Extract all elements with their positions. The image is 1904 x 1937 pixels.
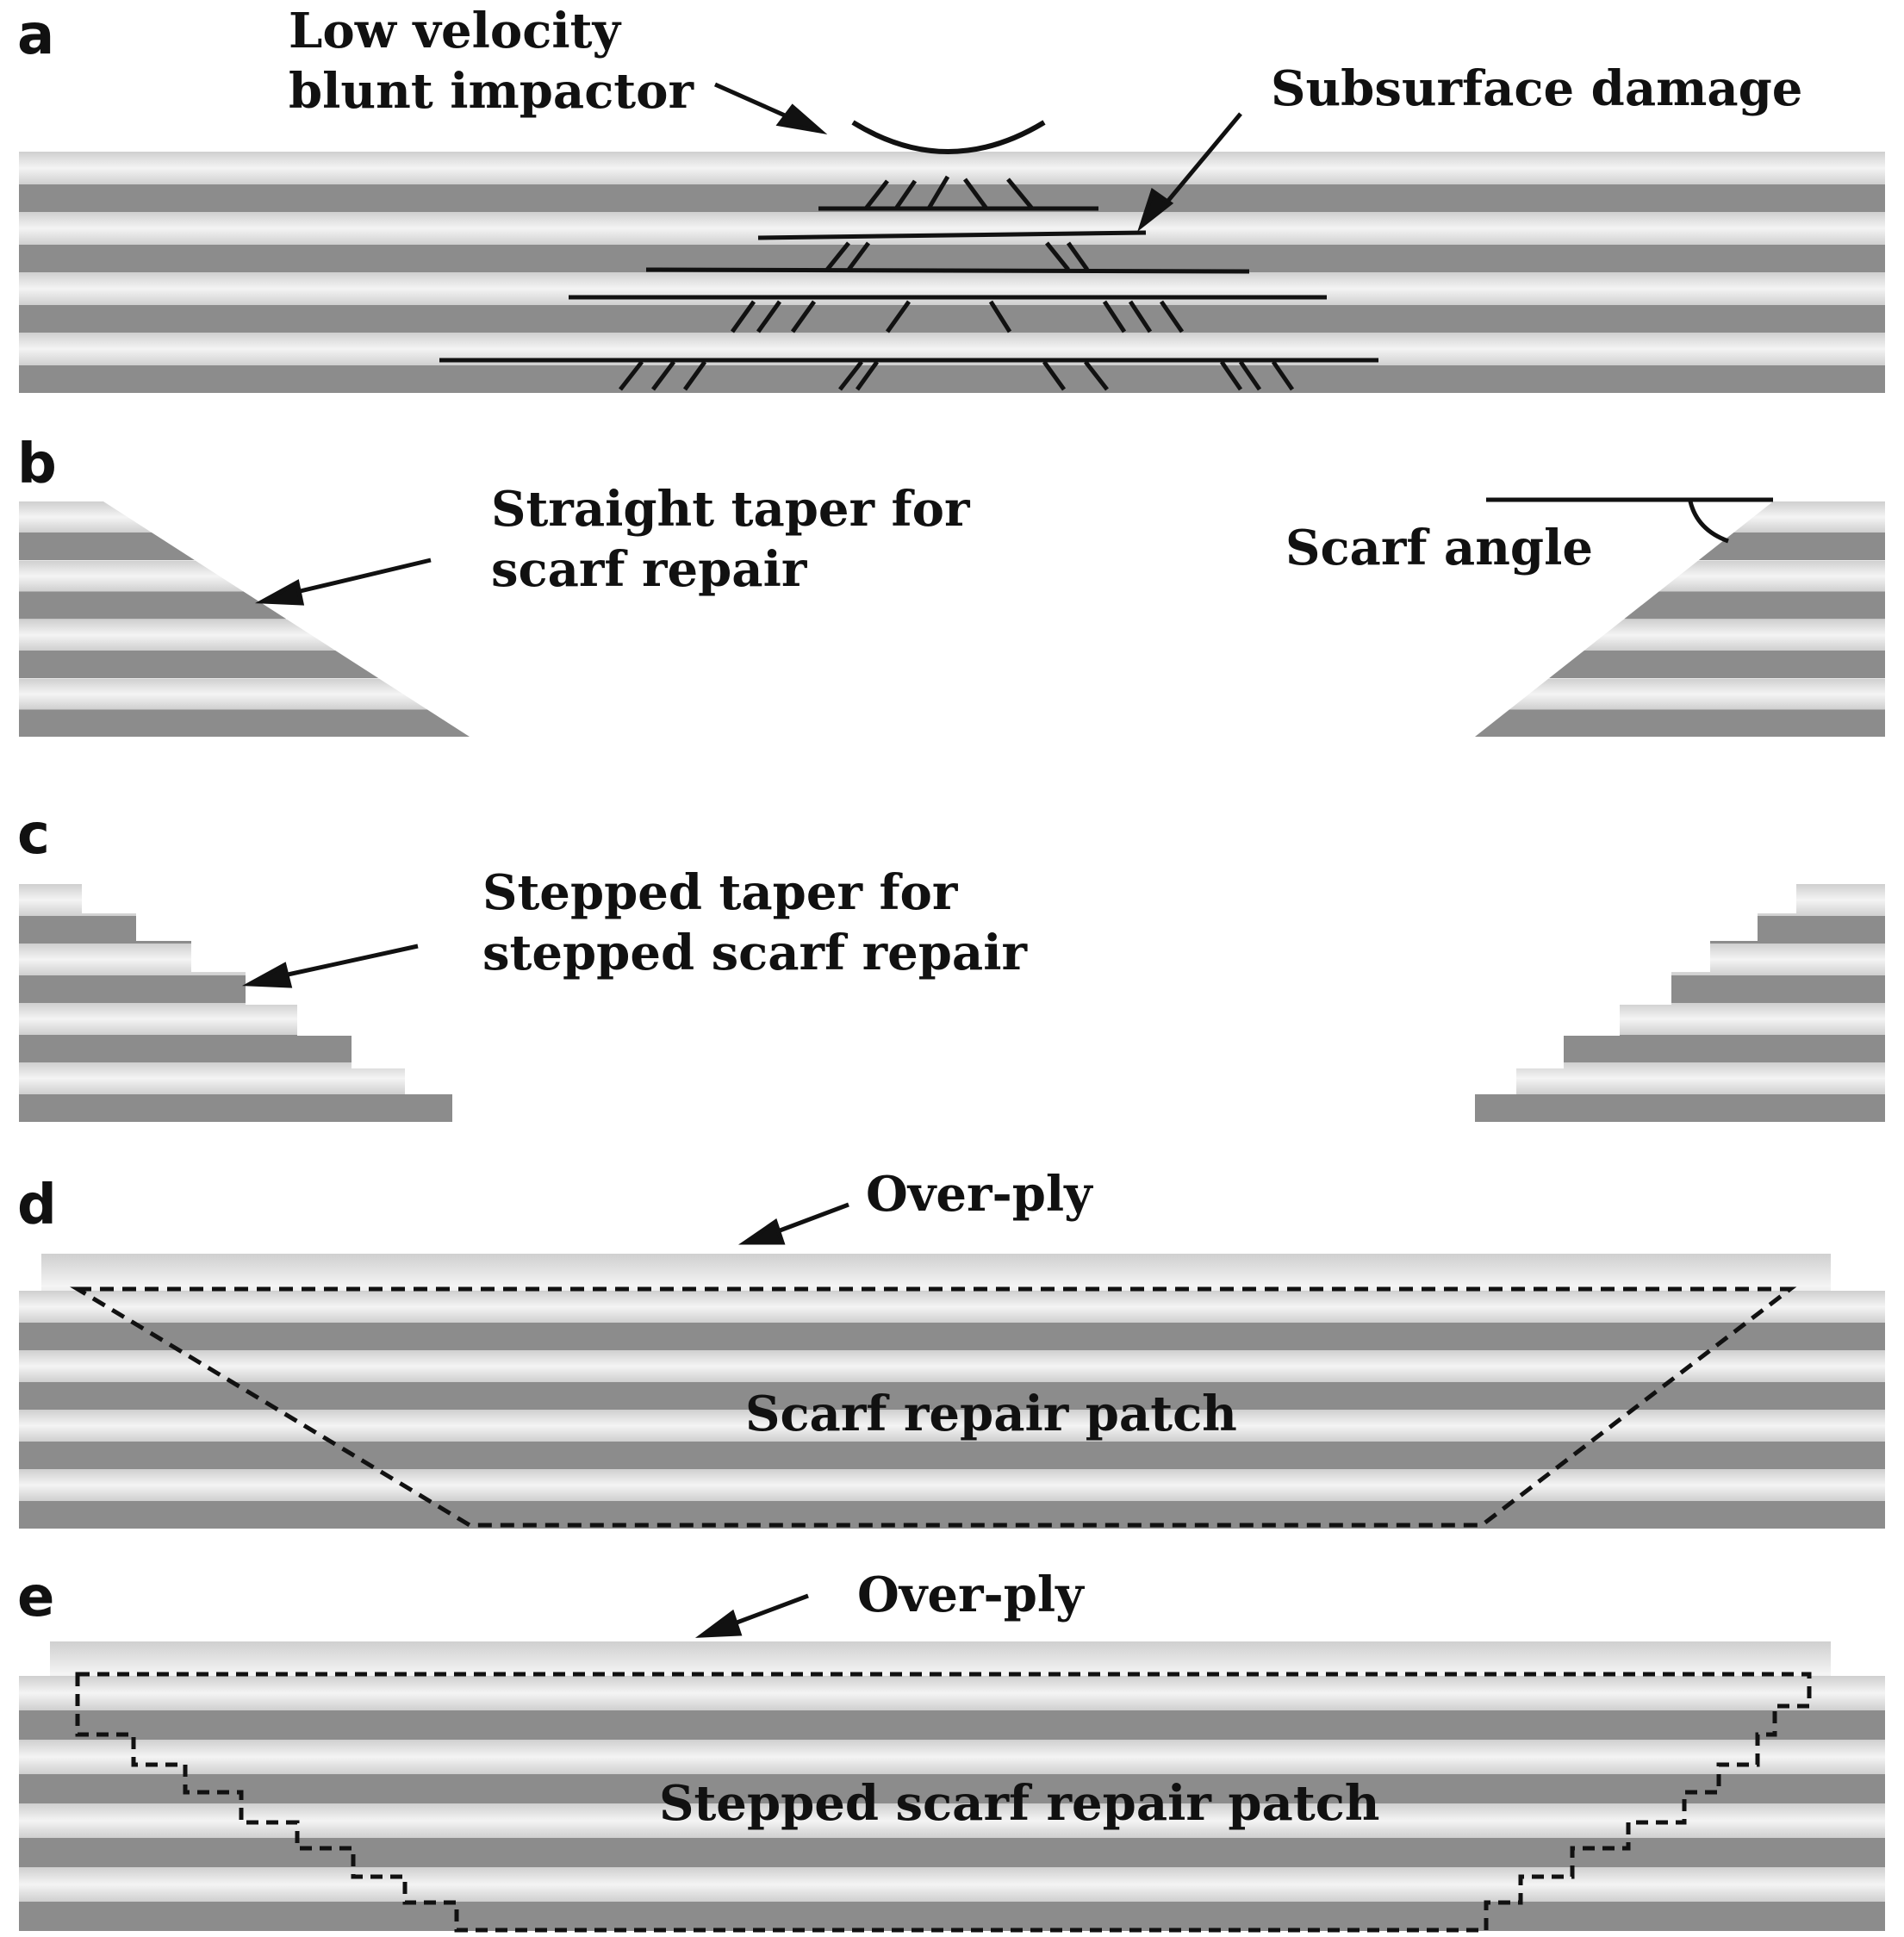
straight-taper-label-line1: Straight taper for (491, 481, 971, 538)
ply-dark (1475, 709, 1885, 737)
ply-dark (19, 1774, 1885, 1803)
panel-letter-d: d (17, 1174, 57, 1237)
stepped-patch-label: Stepped scarf repair patch (659, 1775, 1380, 1832)
scarf-angle-indicator (1486, 497, 1773, 544)
ply-dark (19, 1442, 1885, 1469)
panel-d-scarf-repair: d Over-ply Scarf repair patch (17, 1166, 1885, 1529)
ply-dark (1475, 1094, 1885, 1122)
panel-a-impact-damage: a Low velocity blunt impactor Subsurface… (17, 3, 1885, 393)
impactor-label-line2: blunt impactor (289, 63, 695, 120)
ply-light (19, 1676, 1885, 1710)
subsurface-damage-label: Subsurface damage (1271, 60, 1802, 117)
ply-light (19, 272, 1885, 305)
ply-dark (19, 1902, 1885, 1931)
annotation-arrow-c (241, 944, 419, 988)
annotation-arrow-b (254, 557, 432, 606)
ply-light (19, 1291, 1885, 1323)
ply-dark (19, 709, 470, 737)
repaired-plies-d (19, 1291, 1885, 1529)
over-ply-label-d: Over-ply (866, 1166, 1093, 1223)
annotation-arrow-d (737, 1202, 849, 1245)
ply-light (19, 212, 1885, 245)
stepped-patch-outline (75, 1672, 1812, 1933)
annotation-arrow-e (694, 1593, 809, 1638)
stepped-taper-label-line1: Stepped taper for (482, 864, 959, 921)
ply-light (19, 1867, 1885, 1902)
over-ply-label-e: Over-ply (857, 1566, 1085, 1623)
ply-dark (19, 1323, 1885, 1350)
panel-letter-e: e (17, 1566, 54, 1629)
stepped-taper-label-line2: stepped scarf repair (482, 925, 1028, 981)
laminate-plies-a (19, 152, 1885, 393)
panel-letter-c: c (17, 803, 50, 867)
scarf-patch-label: Scarf repair patch (745, 1386, 1237, 1442)
ply-light (19, 152, 1885, 184)
ply-light (19, 1003, 452, 1035)
ply-dark (19, 365, 1885, 393)
panel-e-stepped-scarf-repair: e Over-ply Stepped scarf repair patch (17, 1566, 1885, 1933)
subsurface-damage-cracks (439, 175, 1378, 391)
ply-dark (19, 1710, 1885, 1740)
ply-light (19, 1469, 1885, 1501)
ply-dark (19, 305, 1885, 333)
ply-dark (19, 1382, 1885, 1410)
impactor-label-line1: Low velocity (289, 3, 621, 59)
ply-light (19, 1410, 1885, 1442)
ply-light (1475, 678, 1885, 710)
ply-light (19, 1803, 1885, 1838)
ply-dark (19, 1094, 452, 1122)
ply-light (1475, 1003, 1885, 1035)
panel-letter-b: b (17, 433, 57, 496)
panel-letter-a: a (17, 3, 54, 67)
panel-b-straight-taper: b Straight taper for scarf repair Scarf … (17, 433, 1885, 737)
panel-c-stepped-taper: c Stepped taper for stepped scarf repair (17, 803, 1885, 1122)
ply-light (19, 1350, 1885, 1382)
straight-taper-label-line2: scarf repair (491, 541, 808, 598)
annotation-arrows-a (713, 82, 1242, 233)
impactor-shape (851, 120, 1046, 154)
scarf-angle-label: Scarf angle (1285, 520, 1593, 576)
ply-dark (19, 245, 1885, 272)
ply-light (19, 1740, 1885, 1774)
